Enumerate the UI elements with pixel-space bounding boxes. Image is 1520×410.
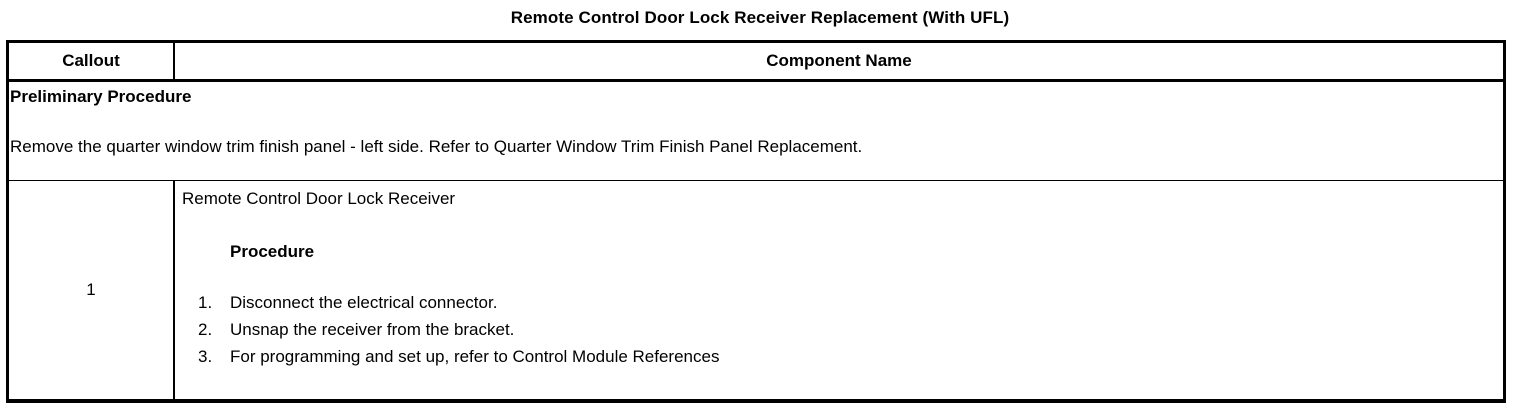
- component-detail-content: Remote Control Door Lock Receiver Proced…: [175, 181, 1503, 370]
- step-number: 2.: [198, 320, 213, 339]
- procedure-table-container: Callout Component Name Preliminary Proce…: [6, 40, 1506, 403]
- table-header-row: Callout Component Name: [9, 43, 1503, 82]
- preliminary-procedure-content: Preliminary Procedure Remove the quarter…: [9, 82, 1503, 157]
- component-name-label: Remote Control Door Lock Receiver: [182, 189, 456, 208]
- procedure-step-list: 1. Disconnect the electrical connector. …: [182, 262, 1503, 370]
- preliminary-procedure-heading: Preliminary Procedure: [10, 87, 192, 106]
- list-item: 1. Disconnect the electrical connector.: [182, 289, 1503, 316]
- preliminary-procedure-cell: Preliminary Procedure Remove the quarter…: [9, 80, 1503, 181]
- step-number: 3.: [198, 347, 213, 366]
- procedure-heading: Procedure: [230, 242, 315, 261]
- step-text: Unsnap the receiver from the bracket.: [230, 320, 515, 339]
- column-header-callout: Callout: [9, 43, 175, 82]
- table-row: 1 Remote Control Door Lock Receiver Proc…: [9, 180, 1503, 400]
- step-text: For programming and set up, refer to Con…: [230, 347, 720, 366]
- procedure-table: Callout Component Name Preliminary Proce…: [9, 43, 1503, 399]
- preliminary-procedure-row: Preliminary Procedure Remove the quarter…: [9, 80, 1503, 181]
- component-detail-cell: Remote Control Door Lock Receiver Proced…: [174, 181, 1503, 400]
- preliminary-procedure-text: Remove the quarter window trim finish pa…: [10, 137, 863, 156]
- step-number: 1.: [198, 293, 213, 312]
- list-item: 3. For programming and set up, refer to …: [182, 343, 1503, 370]
- callout-number: 1: [9, 180, 175, 399]
- column-header-component-name: Component Name: [174, 43, 1503, 82]
- list-item: 2. Unsnap the receiver from the bracket.: [182, 316, 1503, 343]
- step-text: Disconnect the electrical connector.: [230, 293, 498, 312]
- page-title: Remote Control Door Lock Receiver Replac…: [510, 8, 1010, 27]
